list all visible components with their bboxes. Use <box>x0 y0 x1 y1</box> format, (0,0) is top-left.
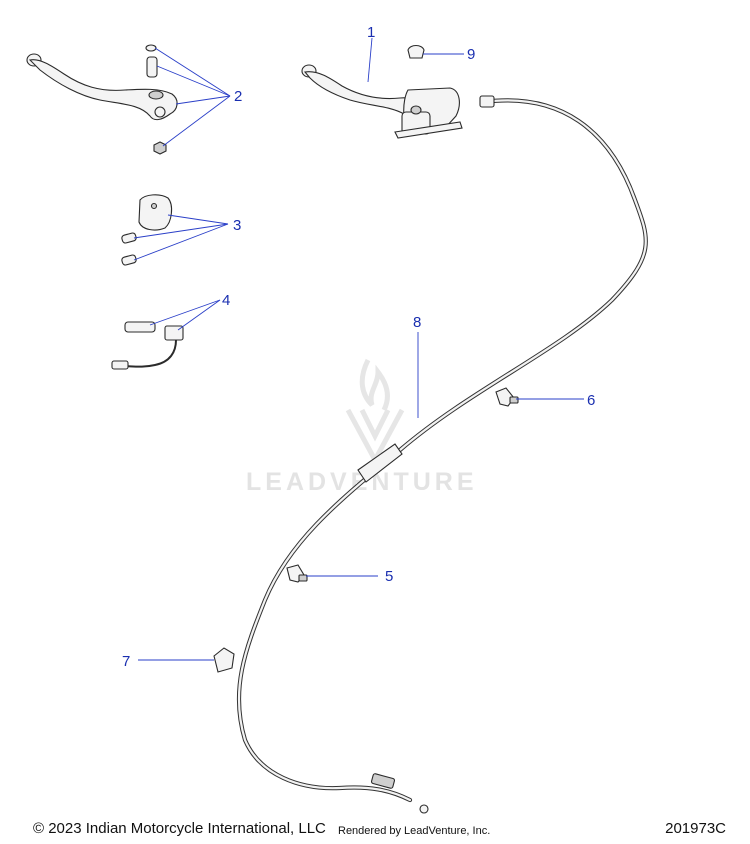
callout-2: 2 <box>234 88 242 105</box>
callouts: 1 9 2 3 4 8 6 5 7 <box>122 24 595 670</box>
leader-2a <box>154 47 231 97</box>
copyright-text: © 2023 Indian Motorcycle International, … <box>33 820 326 837</box>
part-9-cap <box>407 44 425 59</box>
callout-5: 5 <box>385 568 393 585</box>
leader-2d <box>162 95 231 147</box>
part-4-switch <box>111 321 184 370</box>
callout-1: 1 <box>367 24 375 41</box>
leader-4b <box>177 299 221 331</box>
part-3-clamp <box>121 194 173 266</box>
rendered-by-text: Rendered by LeadVenture, Inc. <box>338 825 491 837</box>
part-7-bracket <box>213 647 235 673</box>
leader-4a <box>149 299 221 326</box>
part-2-pivot-bolt <box>145 44 167 155</box>
leader-2c <box>175 95 231 105</box>
leader-1 <box>367 37 373 83</box>
callout-4: 4 <box>222 292 230 309</box>
leader-3b <box>133 223 229 239</box>
leader-2b <box>156 65 231 97</box>
diagram-id: 201973C <box>665 820 726 837</box>
part-8-cable <box>236 95 648 814</box>
callout-7: 7 <box>122 653 130 670</box>
callout-3: 3 <box>233 217 241 234</box>
callout-8: 8 <box>413 314 421 331</box>
part-5-clip <box>286 564 308 583</box>
part-2-lever <box>26 53 178 121</box>
callout-6: 6 <box>587 392 595 409</box>
part-6-clip <box>495 387 519 407</box>
leader-3c <box>133 223 229 261</box>
part-1-lever-perch <box>301 64 463 139</box>
leader-lines <box>133 37 584 661</box>
callout-9: 9 <box>467 46 475 63</box>
leader-3a <box>167 214 229 225</box>
